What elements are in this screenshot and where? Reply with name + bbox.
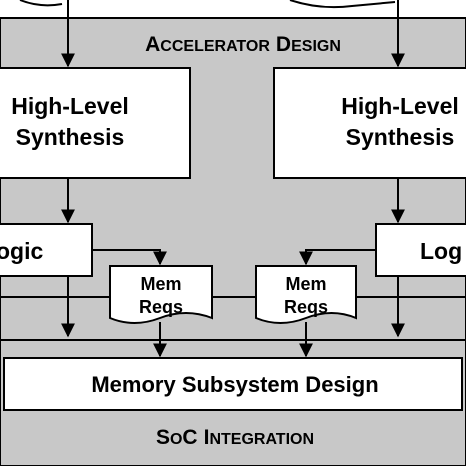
memory-subsystem-label: Memory Subsystem Design xyxy=(91,372,378,397)
mem-reqs-right-line1: Mem xyxy=(285,274,326,294)
hls-right-box xyxy=(273,67,466,179)
hls-left-line1: High-Level xyxy=(11,93,129,119)
hls-left-line2: Synthesis xyxy=(16,124,125,150)
mem-reqs-left-line1: Mem xyxy=(140,274,181,294)
hls-right-line1: High-Level xyxy=(341,93,459,119)
mem-reqs-left-doc xyxy=(109,265,213,324)
arrow-logic-to-memreqs-left xyxy=(92,249,167,266)
mem-reqs-left-line2: Reqs xyxy=(139,297,183,317)
top-left-curve xyxy=(19,0,63,7)
logic-right-box xyxy=(375,223,466,277)
top-right-curve xyxy=(289,0,396,9)
hls-left-box xyxy=(0,67,191,179)
mem-reqs-right-line2: Reqs xyxy=(284,297,328,317)
logic-right-label: Log xyxy=(420,238,462,264)
logic-left-box xyxy=(0,223,93,277)
arrow-logic-to-memreqs-right xyxy=(299,249,376,266)
logic-left-label: ogic xyxy=(0,238,43,264)
mem-reqs-right-doc xyxy=(255,265,357,324)
memory-subsystem-box xyxy=(3,357,463,411)
hls-right-line2: Synthesis xyxy=(346,124,455,150)
